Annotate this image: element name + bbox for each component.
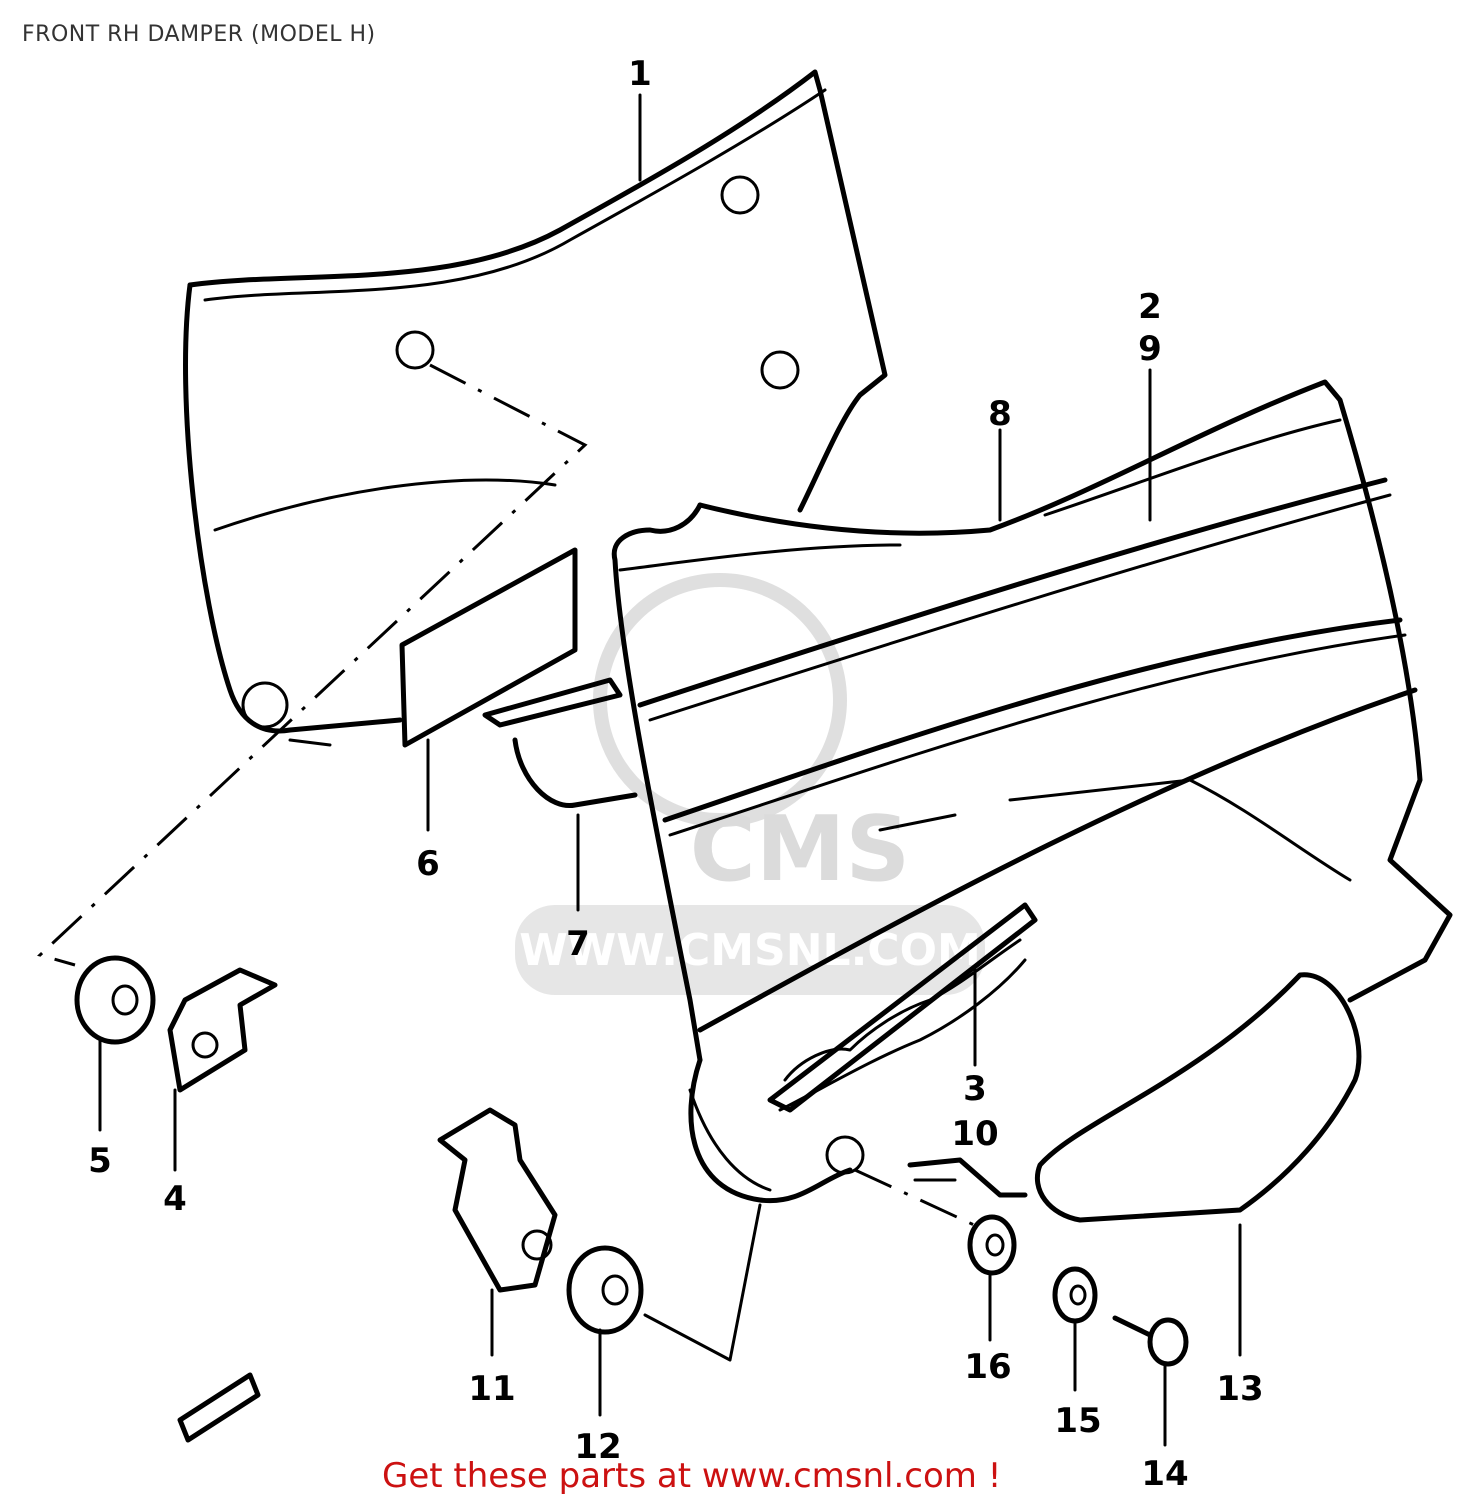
part-4-bracket xyxy=(167,967,278,1093)
part-16-grommet xyxy=(967,1214,1017,1276)
part-6-pad xyxy=(399,547,578,748)
label-part-16: 16 xyxy=(964,1347,1011,1387)
label-part-11: 11 xyxy=(468,1369,515,1409)
cms-watermark: CMS WWW.CMSNL.COM xyxy=(515,573,985,995)
label-part-1: 1 xyxy=(628,54,652,94)
alignment-line-1 xyxy=(37,363,588,967)
label-part-10: 10 xyxy=(951,1114,998,1154)
part-14-screw xyxy=(1112,1315,1189,1367)
front-arrow xyxy=(177,1372,261,1443)
part-11-bracket xyxy=(437,1107,558,1293)
part-7-bracket xyxy=(482,677,638,809)
label-part-5: 5 xyxy=(88,1141,112,1181)
diagram-title: FRONT RH DAMPER (MODEL H) xyxy=(22,22,376,47)
part-2-lower-cowl xyxy=(611,379,1453,1204)
part-10-clip xyxy=(907,1157,1028,1198)
watermark-url: WWW.CMSNL.COM xyxy=(519,925,981,976)
label-part-12: 12 xyxy=(574,1427,621,1467)
alignment-line-2 xyxy=(854,1168,986,1232)
label-part-2: 2 xyxy=(1138,287,1162,327)
label-part-13: 13 xyxy=(1216,1369,1263,1409)
part-13-side-panel xyxy=(1034,972,1362,1223)
part-3-emblem xyxy=(778,938,1027,1112)
part-15-grommet xyxy=(1052,1266,1098,1324)
leader-lines xyxy=(98,93,1242,1447)
label-part-9: 9 xyxy=(1138,329,1162,369)
label-part-8: 8 xyxy=(988,394,1012,434)
label-part-4: 4 xyxy=(163,1179,187,1219)
label-part-7: 7 xyxy=(566,924,590,964)
label-part-14: 14 xyxy=(1141,1454,1188,1494)
part-5-grommet xyxy=(74,955,156,1045)
part-12-grommet xyxy=(566,1245,644,1335)
promo-link-text[interactable]: Get these parts at www.cmsnl.com ! xyxy=(382,1456,1002,1496)
label-part-3: 3 xyxy=(963,1069,987,1109)
label-part-6: 6 xyxy=(416,844,440,884)
label-part-15: 15 xyxy=(1054,1401,1101,1441)
part-1-upper-cover xyxy=(183,69,888,747)
watermark-logo: CMS xyxy=(690,797,910,902)
